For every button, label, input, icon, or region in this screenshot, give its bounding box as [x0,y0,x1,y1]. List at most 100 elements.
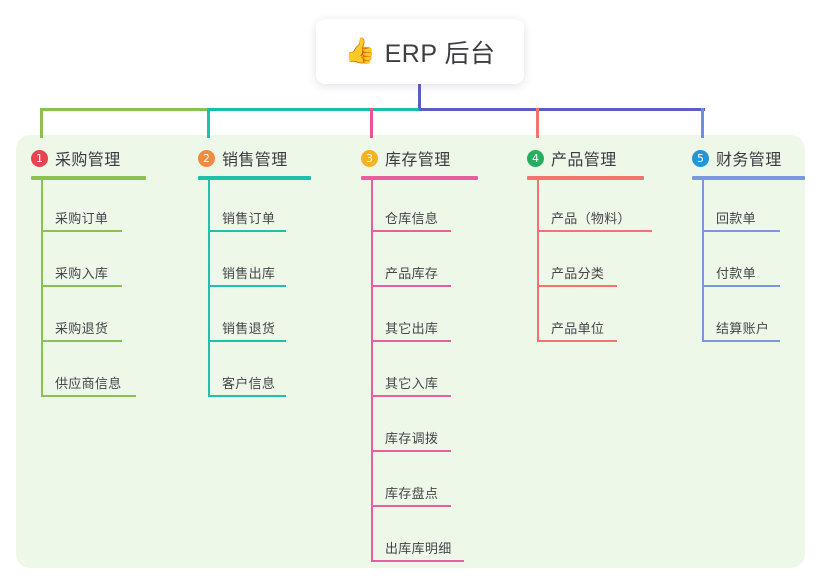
module-spine-4 [537,179,539,342]
module-spine-2 [208,179,210,397]
root-stem [417,84,421,110]
branch-drop-4 [536,108,539,138]
module-column-1: 1 采购管理采购订单采购入库采购退货供应商信息 [17,146,146,397]
modules-panel [16,135,805,568]
module-header-rule-1 [31,176,146,180]
submodule-rule [208,285,286,287]
submodule-label: 销售订单 [222,211,276,226]
thumbs-up-icon: 👍 [344,37,376,65]
submodule-item[interactable]: 销售订单 [208,202,290,232]
submodule-rule [702,340,780,342]
submodule-item[interactable]: 其它出库 [371,312,455,342]
submodule-rule [537,230,652,232]
submodule-item[interactable]: 产品（物料） [537,202,656,232]
submodule-label: 其它入库 [385,376,439,391]
submodule-item[interactable]: 产品单位 [537,312,621,342]
submodule-label: 库存调拨 [385,431,439,446]
branch-drop-1 [40,108,43,138]
module-column-4: 4 产品管理产品（物料） 产品分类产品单位 [513,146,652,342]
submodule-rule [208,395,286,397]
module-title-3: 库存管理 [385,152,451,169]
submodule-rule [371,285,451,287]
submodule-item[interactable]: 库存调拨 [371,422,455,452]
submodule-label: 产品（物料） [551,211,631,226]
submodule-rule [41,340,122,342]
submodule-label: 采购订单 [55,211,109,226]
submodule-label: 仓库信息 [385,211,439,226]
submodule-label: 付款单 [716,266,756,281]
submodule-label: 采购入库 [55,266,109,281]
module-header-2[interactable]: 2 销售管理 [184,146,288,170]
submodule-label: 其它出库 [385,321,439,336]
module-header-rule-4 [527,176,644,180]
branch-drop-2 [207,108,210,138]
submodule-item[interactable]: 产品库存 [371,257,455,287]
submodule-label: 产品单位 [551,321,605,336]
module-title-1: 采购管理 [55,152,121,169]
submodule-item[interactable]: 客户信息 [208,367,290,397]
submodule-label: 结算账户 [716,321,770,336]
submodule-label: 销售出库 [222,266,276,281]
module-badge-5: 5 [692,149,709,167]
submodule-rule [371,230,451,232]
trunk-segment-left [41,108,208,111]
submodule-item[interactable]: 出库库明细 [371,532,468,562]
submodule-label: 库存盘点 [385,486,439,501]
submodule-rule [702,230,780,232]
submodule-rule [702,285,780,287]
module-spine-5 [702,179,704,342]
root-title: ERP 后台 [384,39,496,68]
submodule-rule [537,285,617,287]
module-badge-1: 1 [31,149,48,167]
submodule-rule [371,395,451,397]
submodule-item[interactable]: 回款单 [702,202,784,232]
submodule-label: 客户信息 [222,376,276,391]
module-header-3[interactable]: 3 库存管理 [347,146,451,170]
submodule-item[interactable]: 结算账户 [702,312,784,342]
submodule-label: 回款单 [716,211,756,226]
submodule-rule [41,285,122,287]
submodule-item[interactable]: 产品分类 [537,257,621,287]
module-title-2: 销售管理 [222,152,288,169]
submodule-item[interactable]: 供应商信息 [41,367,140,397]
submodule-rule [371,450,451,452]
submodule-label: 销售退货 [222,321,276,336]
submodule-item[interactable]: 其它入库 [371,367,455,397]
submodule-rule [41,230,122,232]
module-header-rule-2 [198,176,311,180]
submodule-rule [371,560,464,562]
module-header-rule-5 [692,176,805,180]
module-badge-2: 2 [198,149,215,167]
submodule-item[interactable]: 付款单 [702,257,784,287]
submodule-item[interactable]: 销售出库 [208,257,290,287]
submodule-rule [537,340,617,342]
submodule-rule [371,340,451,342]
trunk-segment-right [419,108,705,111]
module-header-4[interactable]: 4 产品管理 [513,146,617,170]
submodule-rule [208,230,286,232]
submodule-rule [41,395,136,397]
module-column-2: 2 销售管理销售订单销售出库销售退货客户信息 [184,146,311,397]
root-node-card[interactable]: 👍 ERP 后台 [316,19,524,84]
submodule-item[interactable]: 销售退货 [208,312,290,342]
submodule-item[interactable]: 采购订单 [41,202,126,232]
submodule-label: 供应商信息 [55,376,122,391]
module-spine-1 [41,179,43,397]
branch-drop-3 [370,108,373,138]
submodule-label: 出库库明细 [385,541,452,556]
submodule-item[interactable]: 仓库信息 [371,202,455,232]
module-spine-3 [371,179,373,562]
branch-drop-5 [701,108,704,138]
submodule-item[interactable]: 采购退货 [41,312,126,342]
submodule-item[interactable]: 采购入库 [41,257,126,287]
module-badge-4: 4 [527,149,544,167]
submodule-item[interactable]: 库存盘点 [371,477,455,507]
module-header-1[interactable]: 1 采购管理 [17,146,121,170]
module-title-4: 产品管理 [551,152,617,169]
module-badge-3: 3 [361,149,378,167]
module-column-3: 3 库存管理仓库信息产品库存其它出库其它入库库存调拨库存盘点出库库明细 [347,146,478,562]
submodule-rule [371,505,451,507]
